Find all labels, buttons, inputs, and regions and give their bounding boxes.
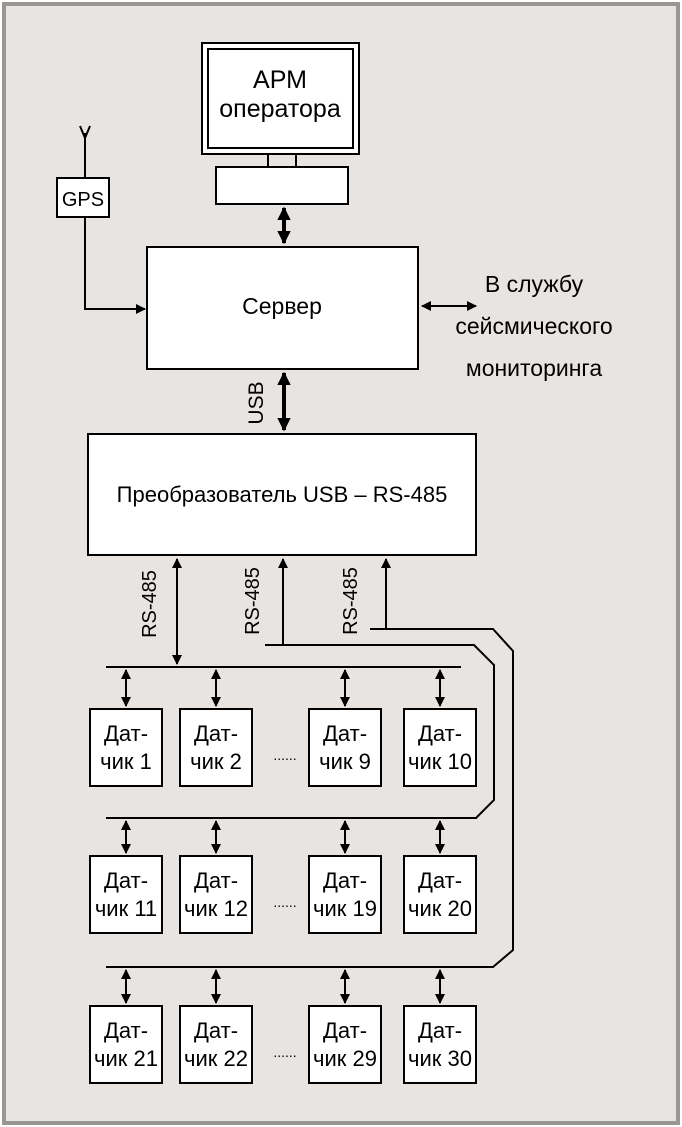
server-box (146, 246, 419, 370)
sensor-label-line2: чик 2 (190, 749, 242, 774)
sensor-1-4: Дат-чик 10 (403, 669, 477, 787)
converter-label: Преобразователь USB – RS-485 (117, 482, 448, 507)
sensor-label-line2: чик 9 (319, 749, 371, 774)
sensor-2-3: Дат-чик 19 (308, 820, 382, 934)
gps-label: GPS (62, 189, 104, 211)
sensor-label-line2: чик 12 (184, 896, 248, 921)
sensor-2-2: Дат-чик 12 (179, 820, 253, 934)
sensor-label-line2: чик 19 (313, 896, 377, 921)
workstation-monitor: АРМ оператора (201, 42, 360, 205)
converter-box (87, 433, 477, 556)
gps-server-link (84, 217, 146, 314)
sensor-label-line2: чик 10 (408, 749, 472, 774)
sensor-label-line2: чик 21 (94, 1046, 158, 1071)
gps-antenna-icon (79, 125, 91, 178)
sensors-ellipsis: ...... (273, 1044, 296, 1060)
sensors-ellipsis: ...... (273, 894, 296, 910)
rs485-label-2: RS-485 (242, 567, 264, 635)
sensor-label-line1: Дат- (323, 1018, 367, 1043)
workstation-label-line1: АРМ (253, 66, 307, 94)
sensor-label-line1: Дат- (104, 1018, 148, 1043)
usb-label: USB (245, 381, 268, 424)
workstation-stand (215, 166, 349, 205)
sensor-label-line1: Дат- (323, 868, 367, 893)
sensor-3-2: Дат-чик 22 (179, 969, 253, 1084)
sensor-label-line1: Дат- (323, 721, 367, 746)
workstation-label-line2: оператора (219, 95, 341, 123)
sensor-label-line1: Дат- (194, 1018, 238, 1043)
sensor-1-2: Дат-чик 2 (179, 669, 253, 787)
sensor-2-4: Дат-чик 20 (403, 820, 477, 934)
sensor-label-line2: чик 22 (184, 1046, 248, 1071)
sensor-3-3: Дат-чик 29 (308, 969, 382, 1084)
sensor-label-line1: Дат- (418, 721, 462, 746)
sensor-label-line1: Дат- (104, 721, 148, 746)
sensor-label-line2: чик 11 (95, 896, 157, 921)
sensor-label-line1: Дат- (104, 868, 148, 893)
sensor-3-4: Дат-чик 30 (403, 969, 477, 1084)
rs485-label-1: RS-485 (139, 570, 161, 638)
external-label-line3: мониторинга (466, 355, 602, 381)
sensor-2-1: Дат-чик 11 (89, 820, 163, 934)
sensor-label-line2: чик 29 (313, 1046, 377, 1071)
sensor-label-line1: Дат- (194, 868, 238, 893)
sensor-label-line1: Дат- (418, 868, 462, 893)
sensor-1-1: Дат-чик 1 (89, 669, 163, 787)
sensor-label-line2: чик 20 (408, 896, 472, 921)
external-label-line2: сейсмического (455, 313, 612, 339)
server-label: Сервер (242, 293, 322, 319)
bus-3-route (370, 628, 514, 968)
external-label-line1: В службу (485, 271, 584, 297)
sensor-label-line2: чик 1 (100, 749, 152, 774)
sensors-ellipsis: ...... (273, 747, 296, 763)
sensor-label-line1: Дат- (194, 721, 238, 746)
rs485-label-3: RS-485 (340, 567, 362, 635)
bus-2-route (265, 644, 495, 819)
sensor-1-3: Дат-чик 9 (308, 669, 382, 787)
sensor-label-line1: Дат- (418, 1018, 462, 1043)
gps-box (56, 177, 110, 218)
sensor-label-line2: чик 30 (408, 1046, 472, 1071)
sensor-3-1: Дат-чик 21 (89, 969, 163, 1084)
